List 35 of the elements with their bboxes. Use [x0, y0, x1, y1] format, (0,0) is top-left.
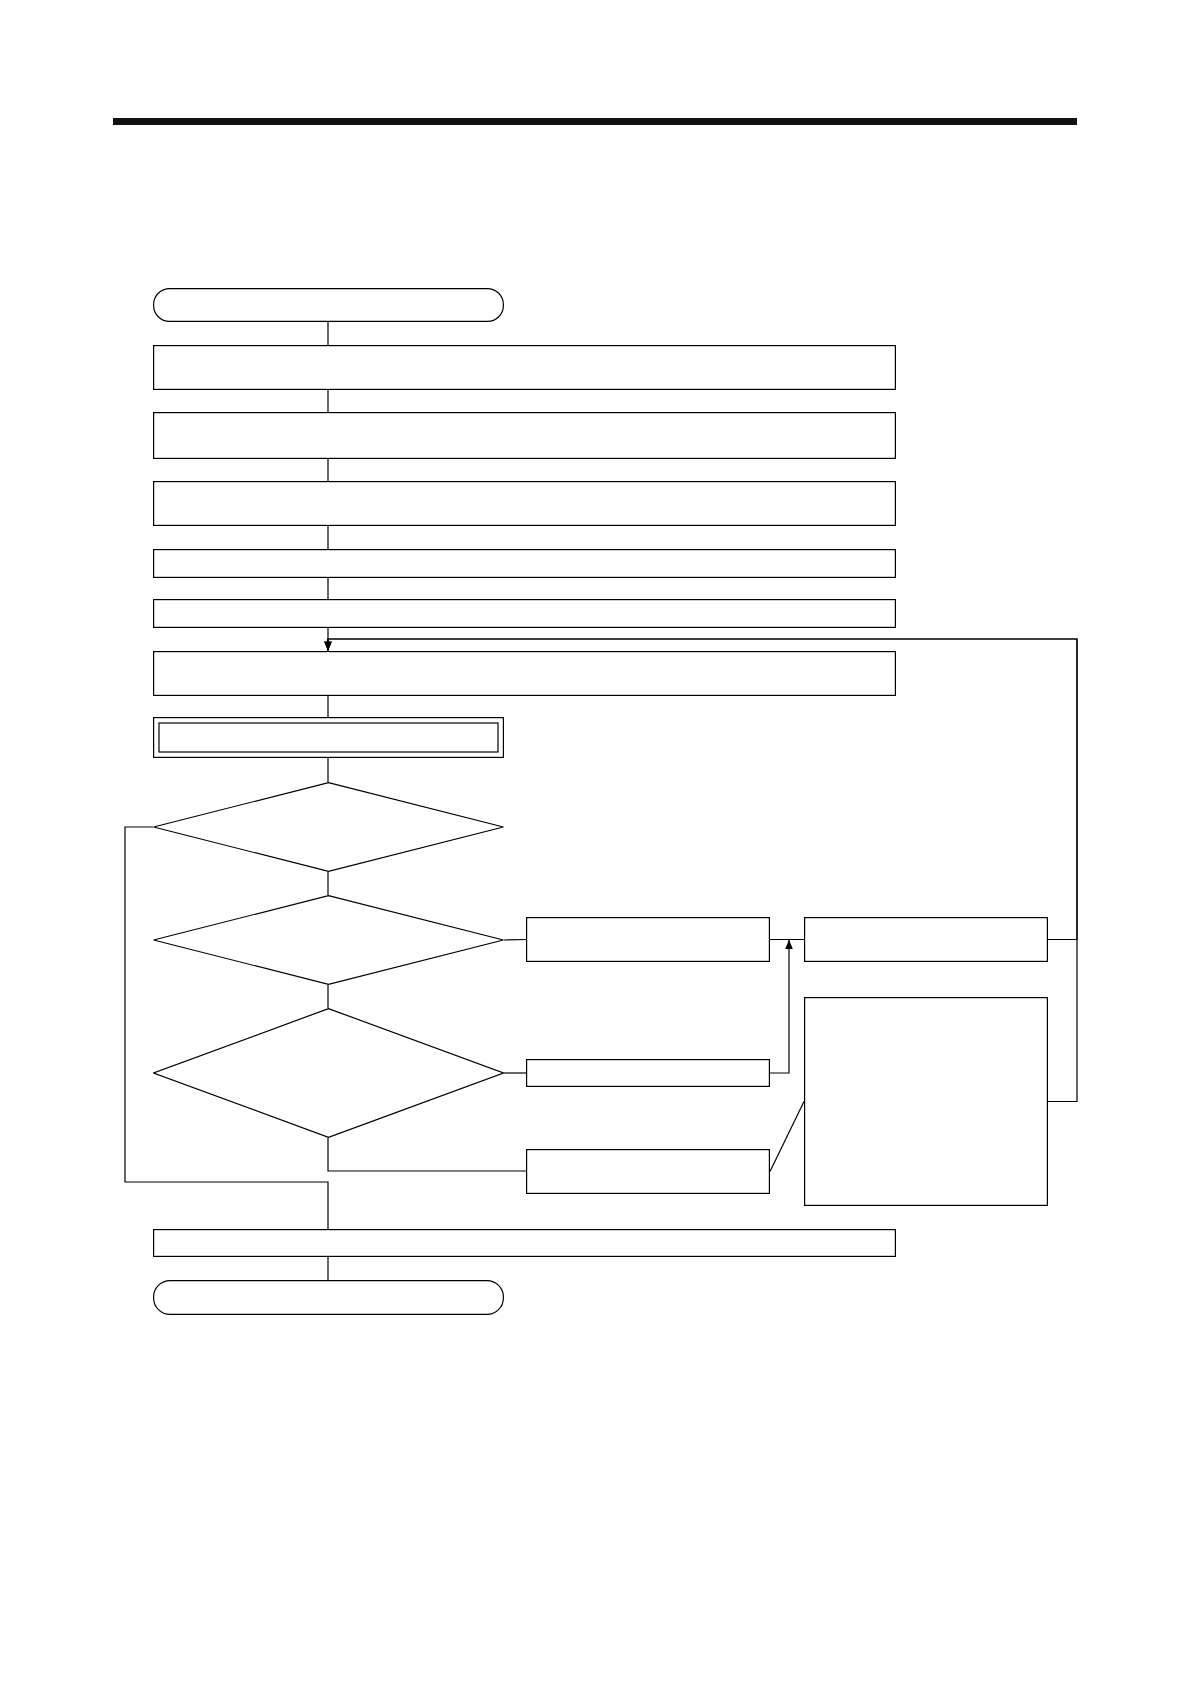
process-box	[153, 549, 896, 578]
process-box	[153, 651, 896, 696]
connector-line	[327, 577, 329, 600]
connector-line	[327, 757, 329, 783]
arrow	[324, 638, 1078, 1103]
connector-line	[124, 826, 329, 1230]
connector-line	[327, 525, 329, 550]
connector-line	[327, 871, 329, 896]
connector-line	[327, 321, 329, 346]
connector-line	[327, 695, 329, 718]
connector-line	[327, 984, 329, 1009]
terminal-shape	[153, 1280, 504, 1315]
terminal-shape	[153, 288, 504, 322]
decision-diamond	[153, 782, 504, 872]
connector-line	[327, 458, 329, 482]
process-box	[153, 412, 896, 459]
process-box	[153, 1229, 896, 1257]
connector-line	[769, 938, 805, 941]
process-box	[526, 1149, 770, 1194]
decision-diamond	[153, 895, 504, 985]
connector-line	[327, 1256, 329, 1281]
arrow	[769, 938, 793, 1074]
connector-line	[327, 389, 329, 413]
process-box	[153, 599, 896, 628]
process-box	[526, 1059, 770, 1087]
process-box	[153, 481, 896, 526]
process-box	[804, 997, 1048, 1206]
subprocess-box	[153, 717, 504, 758]
process-box	[153, 345, 896, 390]
connector-line	[503, 938, 527, 941]
process-box	[804, 917, 1048, 962]
decision-diamond	[153, 1008, 504, 1138]
connector-line	[327, 1137, 527, 1172]
connector-line	[503, 1072, 527, 1074]
process-box	[526, 917, 770, 962]
